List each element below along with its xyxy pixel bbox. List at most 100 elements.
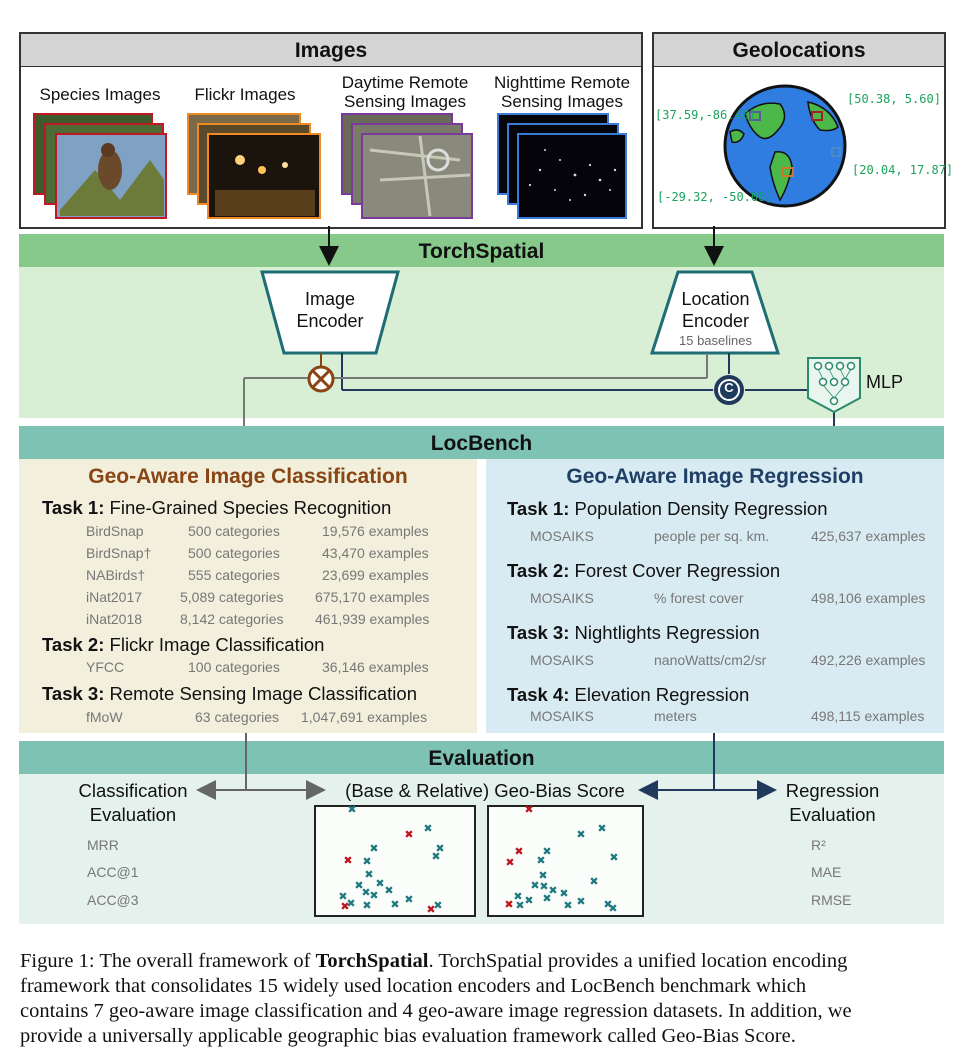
svg-text:✖: ✖ — [538, 869, 547, 882]
daytime-rs-label: Daytime Remote Sensing Images — [341, 73, 469, 111]
evaluation-header — [19, 741, 944, 774]
svg-text:✖: ✖ — [515, 899, 524, 912]
svg-text:✖: ✖ — [404, 893, 413, 906]
target-unit: people per sq. km. — [654, 528, 770, 544]
regression-panel — [486, 459, 944, 733]
scatter-markers-right: ✖ ✖ ✖ ✖ ✖ ✖ ✖ ✖ ✖ ✖ ✖ ✖ ✖ ✖ ✖ ✖ ✖ ✖ ✖ ✖ … — [504, 805, 618, 915]
svg-text:✖: ✖ — [369, 889, 378, 902]
svg-text:✖: ✖ — [347, 805, 356, 816]
classification-panel — [19, 459, 477, 733]
nighttime-rs-label: Nighttime Remote Sensing Images — [493, 73, 631, 111]
category-count: 5,089 categories — [180, 589, 284, 605]
svg-text:✖: ✖ — [603, 898, 612, 911]
svg-text:✖: ✖ — [576, 895, 585, 908]
scatter-markers-left: ✖ ✖ ✖ ✖ ✖ ✖ ✖ ✖ ✖ ✖ ✖ ✖ ✖ ✖ ✖ ✖ ✖ ✖ ✖ ✖ … — [338, 805, 444, 916]
flickr-image-stack — [187, 113, 321, 219]
caption-line-3: contains 7 geo-aware image classificatio… — [20, 1000, 852, 1022]
torchspatial-title: TorchSpatial — [418, 240, 545, 263]
species-image-stack — [33, 113, 167, 219]
globe — [723, 84, 847, 208]
svg-text:✖: ✖ — [524, 805, 533, 816]
caption-line-1: Figure 1: The overall framework of Torch… — [20, 950, 848, 972]
target-unit: % forest cover — [654, 590, 744, 606]
flickr-images-label: Flickr Images — [194, 85, 296, 104]
dataset-name: iNat2018 — [86, 611, 143, 627]
mlp-label: MLP — [866, 372, 904, 392]
category-count: 555 categories — [188, 567, 280, 583]
geo-coord-1: [37.59,-86.48] — [655, 108, 757, 122]
example-count: 1,047,691 examples — [301, 709, 428, 725]
dataset-name: MOSAIKS — [530, 590, 594, 606]
svg-text:✖: ✖ — [384, 884, 393, 897]
geolocations-panel-title: Geolocations — [732, 39, 866, 62]
example-count: 425,637 examples — [811, 528, 926, 544]
evaluation-title: Evaluation — [428, 747, 535, 770]
svg-text:✖: ✖ — [340, 900, 349, 913]
example-count: 675,170 examples — [315, 589, 430, 605]
svg-text:✖: ✖ — [426, 903, 435, 916]
metric-rmse: RMSE — [811, 892, 852, 908]
svg-text:✖: ✖ — [362, 855, 371, 868]
target-unit: nanoWatts/cm2/sr — [654, 652, 767, 668]
svg-text:✖: ✖ — [346, 897, 355, 910]
dataset-name: YFCC — [86, 659, 125, 675]
image-encoder-label: Image Encoder — [296, 289, 364, 331]
reg-task-4-heading: Task 4: Elevation Regression — [507, 684, 750, 705]
images-panel-title: Images — [294, 39, 368, 62]
svg-text:✖: ✖ — [514, 845, 523, 858]
example-count: 498,106 examples — [811, 590, 926, 606]
svg-text:✖: ✖ — [431, 850, 440, 863]
torchspatial-body — [19, 267, 944, 418]
geo-bias-score-label: (Base & Relative) Geo-Bias Score — [345, 780, 625, 801]
concat-node — [714, 375, 744, 405]
torchspatial-diagram — [234, 226, 861, 460]
category-count: 500 categories — [188, 545, 280, 561]
example-count: 36,146 examples — [322, 659, 429, 675]
example-count: 461,939 examples — [315, 611, 430, 627]
classification-evaluation-label: Classification Evaluation — [78, 780, 188, 825]
image-encoder-shape — [260, 270, 400, 355]
svg-text:✖: ✖ — [361, 886, 370, 899]
geo-coord-2: [50.38, 5.60] — [847, 92, 941, 106]
torchspatial-header — [19, 234, 944, 267]
reg-task-2-heading: Task 2: Forest Cover Regression — [507, 560, 781, 581]
geo-coord-3: [20.04, 17.87] — [852, 163, 954, 177]
locbench-title: LocBench — [430, 432, 533, 455]
reg-task-3-heading: Task 3: Nightlights Regression — [507, 622, 760, 643]
category-count: 63 categories — [195, 709, 280, 725]
caption-line-2: framework that consolidates 15 widely us… — [20, 975, 807, 997]
svg-text:✖: ✖ — [608, 902, 617, 915]
dataset-name: MOSAIKS — [530, 652, 594, 668]
svg-text:✖: ✖ — [435, 842, 444, 855]
svg-text:✖: ✖ — [576, 828, 585, 841]
classification-title: Geo-Aware Image Classification — [88, 465, 408, 488]
dataset-name: BirdSnap† — [86, 545, 152, 561]
dataset-name: MOSAIKS — [530, 708, 594, 724]
evaluation-arrows — [196, 733, 777, 800]
images-panel-header — [21, 34, 641, 67]
svg-text:✖: ✖ — [390, 898, 399, 911]
metric-r2: R² — [811, 837, 826, 853]
dataset-name: NABirds† — [86, 567, 146, 583]
svg-text:✖: ✖ — [404, 828, 413, 841]
geo-coord-4: [-29.32, -50.06] — [657, 190, 773, 204]
concat-symbol: C — [724, 380, 734, 395]
example-count: 19,576 examples — [322, 523, 429, 539]
svg-text:✖: ✖ — [539, 880, 548, 893]
class-task-1-heading: Task 1: Fine-Grained Species Recognition — [42, 497, 392, 518]
svg-text:✖: ✖ — [433, 899, 442, 912]
svg-text:✖: ✖ — [505, 856, 514, 869]
svg-text:✖: ✖ — [559, 887, 568, 900]
svg-text:✖: ✖ — [369, 842, 378, 855]
geolocations-panel-header — [654, 34, 944, 67]
daytime-rs-image-stack — [341, 113, 473, 219]
category-count: 8,142 categories — [180, 611, 284, 627]
svg-text:✖: ✖ — [563, 899, 572, 912]
svg-text:✖: ✖ — [542, 845, 551, 858]
svg-text:✖: ✖ — [375, 877, 384, 890]
location-encoder-shape — [649, 270, 781, 355]
svg-text:✖: ✖ — [609, 851, 618, 864]
multiply-node — [307, 365, 335, 393]
svg-text:✖: ✖ — [530, 879, 539, 892]
metric-mae: MAE — [811, 864, 842, 880]
